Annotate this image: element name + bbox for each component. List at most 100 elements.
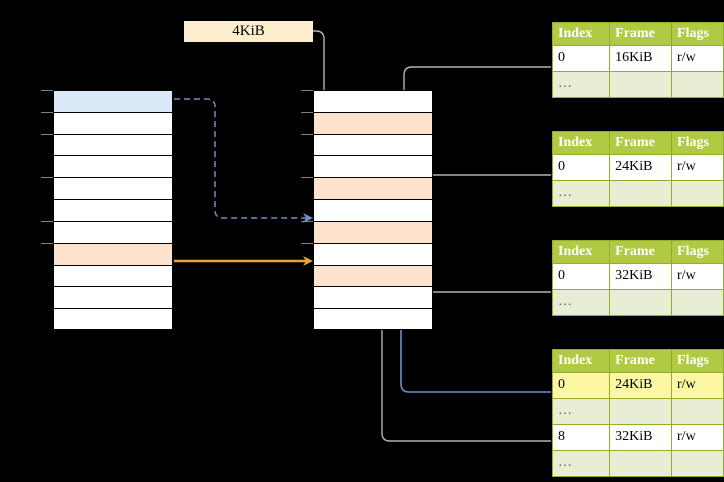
table-cell: 32KiB	[609, 423, 673, 451]
virtual-address-space-column	[53, 90, 173, 330]
column-header-index: Index	[551, 349, 611, 373]
table-cell: …	[551, 449, 611, 477]
size-label-4kib: 4KiB	[184, 21, 313, 42]
wire-vaddr-blue-to-frame	[174, 98, 313, 223]
memory-cell	[53, 133, 173, 156]
row-tick-mark	[41, 90, 53, 91]
table-cell	[671, 70, 724, 98]
row-tick-mark	[301, 242, 313, 244]
table-cell	[609, 397, 673, 425]
table-cell: 0	[551, 262, 611, 290]
size-label-text: 4KiB	[232, 23, 265, 39]
table-cell: …	[551, 179, 611, 207]
table-cell: r/w	[671, 371, 724, 399]
table-cell	[671, 288, 724, 316]
row-tick-mark	[301, 133, 313, 135]
table-cell	[671, 179, 724, 207]
table-cell: 0	[551, 153, 611, 181]
memory-cell	[53, 286, 173, 309]
memory-cell	[313, 155, 433, 178]
table-cell	[609, 449, 673, 477]
memory-cell	[313, 111, 433, 134]
row-tick-mark	[301, 90, 313, 91]
table-cell: …	[551, 70, 611, 98]
table-cell: …	[551, 397, 611, 425]
memory-cell	[53, 177, 173, 200]
table-cell	[609, 288, 673, 316]
column-header-flags: Flags	[671, 349, 724, 373]
wire-table3-to-frame	[415, 252, 551, 293]
table-cell: 32KiB	[609, 262, 673, 290]
row-tick-mark	[301, 111, 313, 113]
row-tick-mark	[41, 133, 53, 135]
table-cell: 24KiB	[609, 371, 673, 399]
memory-cell	[53, 199, 173, 221]
memory-cell	[53, 308, 173, 330]
memory-cell	[313, 220, 433, 243]
column-header-index: Index	[551, 22, 611, 46]
physical-memory-column	[313, 90, 433, 330]
memory-cell	[313, 264, 433, 287]
row-tick-mark	[301, 220, 313, 222]
memory-cell	[313, 199, 433, 221]
column-header-frame: Frame	[609, 240, 673, 264]
table-cell: r/w	[671, 44, 724, 72]
table-cell: r/w	[671, 153, 724, 181]
row-tick-mark	[41, 177, 53, 179]
table-cell: 0	[551, 44, 611, 72]
memory-cell	[313, 177, 433, 200]
table-cell: 0	[551, 371, 611, 399]
memory-cell	[53, 90, 173, 112]
table-cell: 8	[551, 423, 611, 451]
row-tick-mark	[41, 242, 53, 244]
memory-cell	[313, 308, 433, 330]
column-header-flags: Flags	[671, 131, 724, 155]
table-cell	[671, 449, 724, 477]
table-cell: r/w	[671, 423, 724, 451]
row-tick-mark	[41, 220, 53, 222]
memory-cell	[53, 155, 173, 178]
table-row: …	[551, 397, 724, 425]
table-cell	[671, 397, 724, 425]
wire-table2-to-frame	[415, 174, 551, 217]
memory-cell	[313, 242, 433, 265]
memory-cell	[53, 242, 173, 265]
table-row: …	[551, 288, 724, 316]
memory-cell	[313, 286, 433, 309]
column-header-frame: Frame	[609, 131, 673, 155]
memory-cell	[53, 264, 173, 287]
column-header-frame: Frame	[609, 349, 673, 373]
table-cell: 24KiB	[609, 153, 673, 181]
column-header-index: Index	[551, 131, 611, 155]
table-row: …	[551, 179, 724, 207]
row-tick-mark	[41, 111, 53, 113]
table-cell	[609, 179, 673, 207]
table-row: …	[551, 70, 724, 98]
column-header-frame: Frame	[609, 22, 673, 46]
column-header-flags: Flags	[671, 22, 724, 46]
memory-cell	[53, 220, 173, 243]
table-cell: …	[551, 288, 611, 316]
table-row: …	[551, 449, 724, 477]
memory-cell	[313, 133, 433, 156]
column-header-index: Index	[551, 240, 611, 264]
row-tick-mark	[301, 177, 313, 179]
memory-cell	[53, 111, 173, 134]
column-header-flags: Flags	[671, 240, 724, 264]
table-cell: r/w	[671, 262, 724, 290]
table-cell	[609, 70, 673, 98]
